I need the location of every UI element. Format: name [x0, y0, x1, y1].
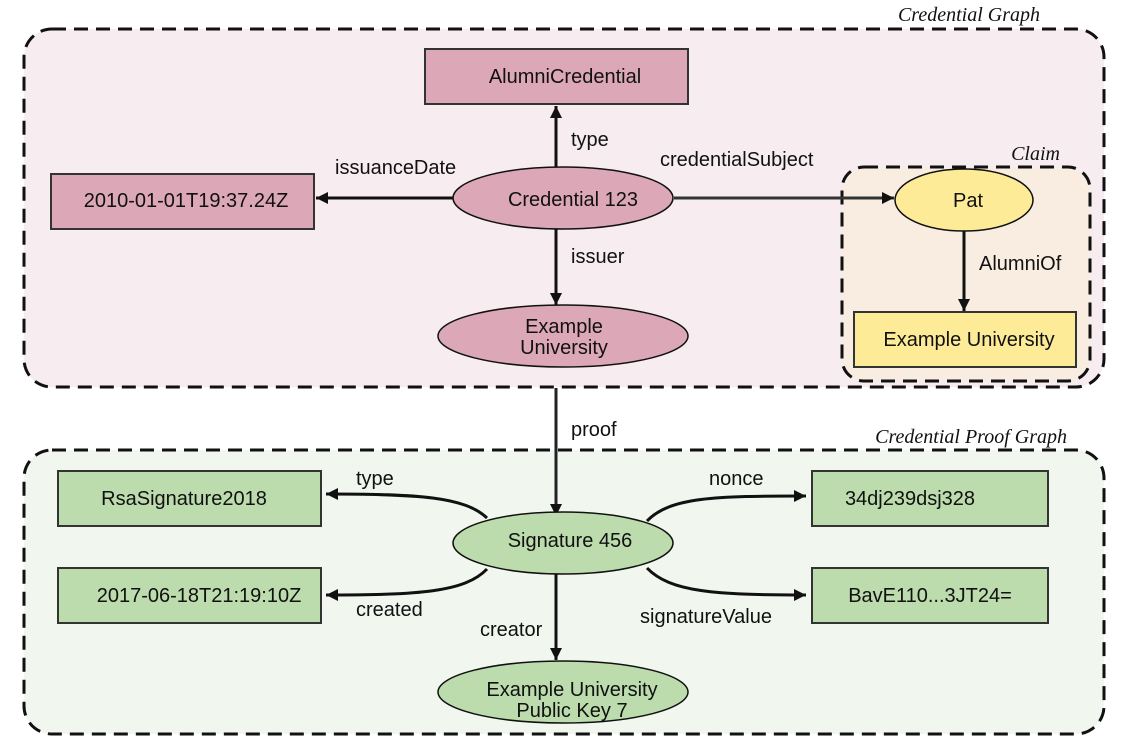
node-nonce-value[interactable]: 34dj239dsj328	[811, 470, 1049, 527]
node-pat-label: Pat	[953, 190, 983, 212]
node-alumni-credential[interactable]: AlumniCredential	[424, 48, 689, 105]
node-pat[interactable]: Pat	[894, 168, 1034, 232]
edge-label-issuance-date: issuanceDate	[335, 157, 456, 179]
edge-label-issuer: issuer	[571, 246, 625, 268]
edge-label-signature-value: signatureValue	[640, 606, 772, 628]
node-signature-value[interactable]: BavE110...3JT24=	[811, 567, 1049, 624]
edge-type-proof	[325, 488, 489, 520]
node-issuance-date-label: 2010-01-01T19:37.24Z	[84, 190, 289, 212]
node-signature[interactable]: Signature 456	[452, 511, 674, 575]
edge-nonce	[645, 490, 807, 523]
credential-graph-title: Credential Graph	[898, 4, 1040, 26]
node-created-value-label: 2017-06-18T21:19:10Z	[97, 585, 302, 607]
edge-label-type: type	[571, 129, 609, 151]
node-signature-value-label: BavE110...3JT24=	[848, 585, 1012, 607]
node-issuer-label-line2: University	[520, 337, 608, 359]
node-nonce-value-label: 34dj239dsj328	[845, 488, 975, 510]
node-alumni-credential-label: AlumniCredential	[489, 66, 641, 88]
edge-label-created: created	[356, 599, 423, 621]
node-claim-university-label: Example University	[883, 329, 1054, 351]
node-public-key-label-line1: Example University	[486, 679, 657, 701]
edge-signature-value	[645, 566, 807, 601]
claim-group-title: Claim	[1011, 143, 1060, 165]
node-created-value[interactable]: 2017-06-18T21:19:10Z	[57, 567, 322, 624]
edge-label-proof: proof	[571, 419, 617, 441]
node-rsa-type[interactable]: RsaSignature2018	[57, 470, 322, 527]
node-issuance-date-value[interactable]: 2010-01-01T19:37.24Z	[50, 173, 315, 230]
node-credential[interactable]: Credential 123	[452, 166, 674, 230]
node-claim-university[interactable]: Example University	[853, 311, 1077, 368]
node-signature-label: Signature 456	[508, 530, 633, 552]
proof-graph-title: Credential Proof Graph	[875, 426, 1067, 448]
node-credential-label: Credential 123	[508, 189, 638, 211]
node-issuer[interactable]: Example University	[437, 304, 689, 368]
edge-label-credential-subject: credentialSubject	[660, 149, 814, 171]
node-rsa-type-label: RsaSignature2018	[101, 488, 267, 510]
node-public-key[interactable]: Example University Public Key 7	[437, 660, 689, 724]
node-public-key-label-line2: Public Key 7	[516, 700, 627, 722]
edge-label-alumni-of: AlumniOf	[979, 253, 1062, 275]
edge-label-type-proof: type	[356, 468, 394, 490]
edge-label-nonce: nonce	[709, 468, 764, 490]
edge-label-creator: creator	[480, 619, 543, 641]
edge-created	[325, 567, 489, 601]
node-issuer-label-line1: Example	[525, 316, 603, 338]
